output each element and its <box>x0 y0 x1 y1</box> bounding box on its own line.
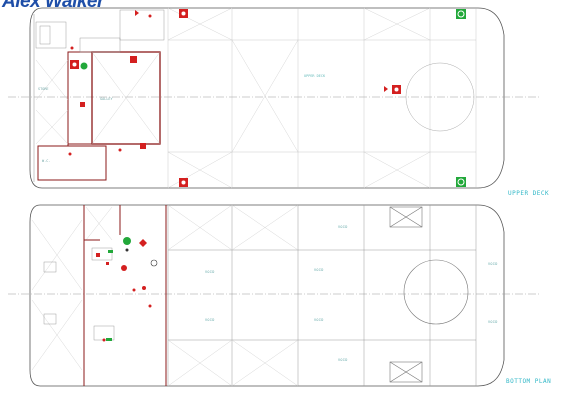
bottom-fire-equipment <box>96 239 152 342</box>
svg-text:W.C.: W.C. <box>42 159 50 163</box>
svg-text:STORE: STORE <box>38 87 49 91</box>
compartment-label: VOID <box>488 262 498 266</box>
upper-life-rings <box>80 9 466 187</box>
bottom-engine-room <box>83 205 167 386</box>
exit-sign-icon <box>106 338 112 341</box>
fire-hydrant-icon <box>121 265 127 271</box>
compartment-label: VOID <box>338 358 348 362</box>
life-ring-icon <box>456 9 466 19</box>
compartment-label: VOID <box>314 268 324 272</box>
fire-hydrant-icon <box>139 239 147 247</box>
svg-text:UPPER DECK: UPPER DECK <box>304 74 326 78</box>
compartment-label: VOID <box>205 318 215 322</box>
svg-text:GALLEY: GALLEY <box>100 97 114 101</box>
life-ring-icon <box>80 62 88 70</box>
bottom-hull-outline <box>29 204 505 387</box>
upper-accommodation <box>37 51 161 181</box>
upper-deck-plan: STORE GALLEY W.C. UPPER DECK <box>8 7 540 189</box>
bottom-plan-title: BOTTOM PLAN <box>506 378 552 385</box>
brand-watermark: Alex Walker <box>2 0 104 12</box>
fire-extinguisher-icon <box>130 56 137 63</box>
life-ring-icon <box>456 177 466 187</box>
upper-deck-title: UPPER DECK <box>508 190 550 197</box>
compartment-label: VOID <box>205 270 215 274</box>
compartment-label: VOID <box>314 318 324 322</box>
bottom-hatch <box>403 259 469 325</box>
life-ring-icon <box>123 237 131 245</box>
upper-deck-hatch <box>405 62 475 132</box>
compartment-label: VOID <box>488 320 498 324</box>
fire-extinguisher-icon <box>140 143 146 149</box>
upper-hull-outline <box>29 7 505 189</box>
bottom-hatch-covers <box>389 206 423 383</box>
compartment-label: VOID <box>338 225 348 229</box>
bottom-plan <box>8 204 540 387</box>
upper-fire-equipment <box>70 9 401 187</box>
fire-extinguisher-icon <box>80 102 85 107</box>
